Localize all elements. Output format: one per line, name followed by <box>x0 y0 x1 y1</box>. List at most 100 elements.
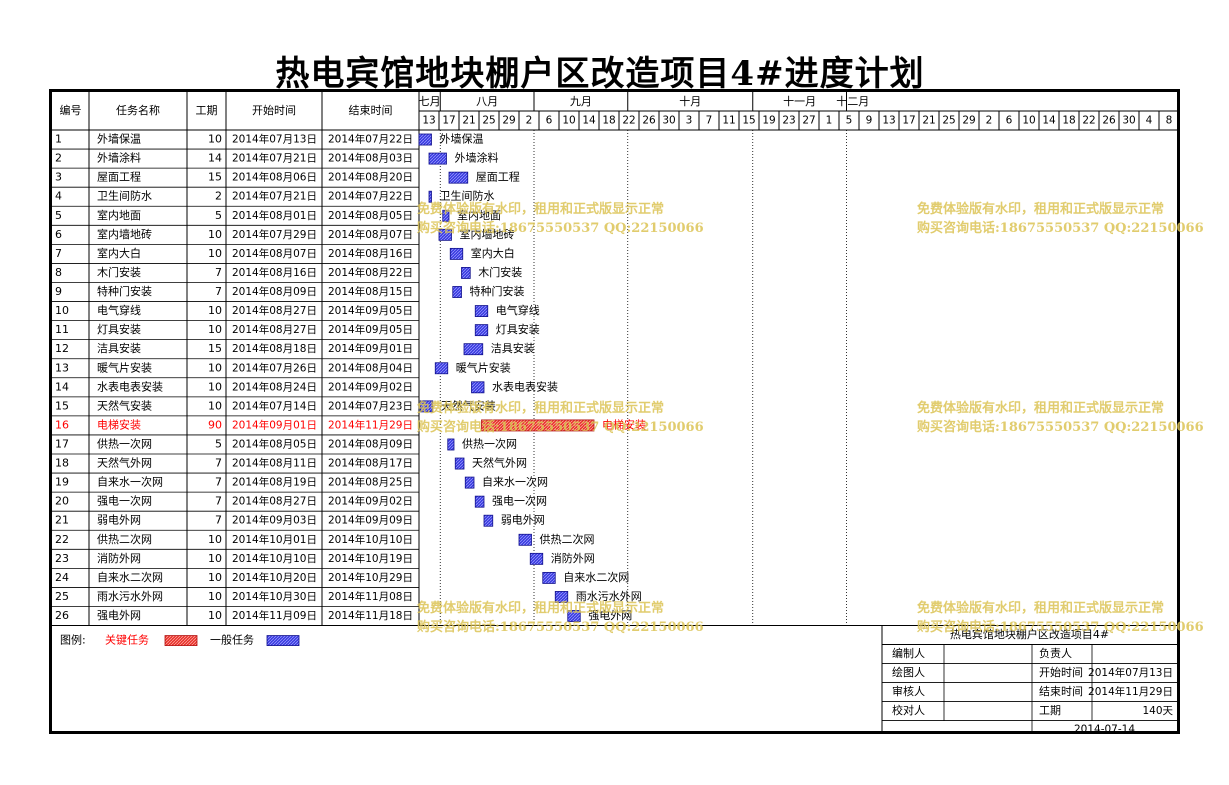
day-label: 10 <box>1022 115 1035 127</box>
task-duration: 7 <box>215 476 222 489</box>
task-start-date: 2014年08月11日 <box>232 457 317 470</box>
task-name: 供热二次网 <box>97 532 152 546</box>
task-name: 自来水一次网 <box>97 475 163 489</box>
task-end-date: 2014年08月04日 <box>328 361 413 374</box>
task-duration: 10 <box>208 380 222 393</box>
task-number: 14 <box>55 380 69 393</box>
info-field-label: 工期 <box>1039 704 1061 717</box>
task-start-date: 2014年11月09日 <box>232 609 317 622</box>
day-label: 14 <box>582 115 596 127</box>
day-label: 17 <box>442 115 455 127</box>
task-start-date: 2014年07月21日 <box>232 152 317 165</box>
task-start-date: 2014年08月09日 <box>232 285 317 298</box>
task-end-date: 2014年09月09日 <box>328 514 413 527</box>
info-field-label: 负责人 <box>1039 646 1072 660</box>
column-header-start: 开始时间 <box>252 103 296 117</box>
task-bar-label: 室内地面 <box>457 208 501 222</box>
task-end-date: 2014年09月02日 <box>328 495 413 508</box>
task-bar <box>461 267 471 279</box>
info-field-label: 结束时间 <box>1039 685 1083 698</box>
task-start-date: 2014年10月20日 <box>232 571 317 584</box>
legend-normal-swatch <box>266 635 300 646</box>
task-bar <box>418 133 432 146</box>
task-name: 消防外网 <box>97 551 141 565</box>
task-bar <box>554 591 569 603</box>
task-number: 15 <box>55 399 69 412</box>
day-label: 30 <box>662 115 675 127</box>
legend-label: 图例: <box>60 633 86 647</box>
task-duration: 10 <box>208 361 222 374</box>
task-start-date: 2014年08月27日 <box>232 323 317 336</box>
task-duration: 14 <box>208 152 222 165</box>
day-label: 25 <box>482 115 495 127</box>
task-bar-label: 灯具安装 <box>496 322 540 336</box>
task-end-date: 2014年08月07日 <box>328 228 413 241</box>
task-bar-label: 电梯安装 <box>602 417 646 431</box>
day-label: 21 <box>922 115 935 127</box>
task-bar <box>474 305 489 317</box>
task-duration: 7 <box>215 514 222 527</box>
day-label: 6 <box>546 115 553 127</box>
task-bar <box>428 152 447 165</box>
task-number: 13 <box>55 361 69 374</box>
page-title: 热电宾馆地块棚户区改造项目4#进度计划 <box>275 54 925 94</box>
legend-normal-label: 一般任务 <box>210 634 254 647</box>
task-end-date: 2014年10月29日 <box>328 571 413 584</box>
task-bar-label: 雨水污水外网 <box>576 590 642 603</box>
task-bar-label: 水表电表安装 <box>492 379 558 393</box>
task-number: 12 <box>55 342 69 355</box>
task-duration: 10 <box>208 323 222 336</box>
day-label: 9 <box>866 115 873 127</box>
day-label: 29 <box>962 115 975 127</box>
day-label: 26 <box>1102 115 1116 127</box>
task-number: 11 <box>55 323 69 336</box>
month-label: 十二月 <box>836 94 869 108</box>
task-duration: 10 <box>208 609 222 622</box>
task-start-date: 2014年08月27日 <box>232 304 317 317</box>
day-label: 13 <box>882 115 895 127</box>
task-name: 木门安装 <box>97 265 141 279</box>
task-duration: 7 <box>215 285 222 298</box>
task-duration: 2 <box>215 190 222 203</box>
info-role-label: 编制人 <box>892 646 925 660</box>
day-label: 27 <box>802 115 815 127</box>
task-name: 特种门安装 <box>97 284 152 298</box>
task-number: 18 <box>55 457 69 470</box>
task-duration: 10 <box>208 590 222 603</box>
task-start-date: 2014年08月05日 <box>232 437 317 450</box>
info-project-name: 热电宾馆地块棚户区改造项目4# <box>950 627 1109 641</box>
task-bar-label: 外墙涂料 <box>455 151 499 165</box>
column-header-name: 任务名称 <box>116 103 160 117</box>
task-end-date: 2014年08月03日 <box>328 152 413 165</box>
task-bar-label: 卫生间防水 <box>440 189 495 203</box>
day-label: 13 <box>422 115 435 127</box>
task-name: 天然气外网 <box>97 456 152 470</box>
task-end-date: 2014年09月05日 <box>328 304 413 317</box>
task-name: 洁具安装 <box>97 341 141 355</box>
info-date: 2014-07-14 <box>1074 724 1135 731</box>
task-number: 26 <box>55 609 69 622</box>
day-label: 19 <box>762 115 775 127</box>
task-duration: 7 <box>215 457 222 470</box>
task-duration: 7 <box>215 266 222 279</box>
task-name: 弱电外网 <box>97 514 141 527</box>
column-header-duration: 工期 <box>196 104 218 117</box>
task-start-date: 2014年08月27日 <box>232 495 317 508</box>
task-bar <box>447 438 455 451</box>
task-bar <box>567 610 581 622</box>
task-bar <box>448 171 469 184</box>
task-bar-label: 屋面工程 <box>476 171 520 184</box>
task-bar-label: 自来水二次网 <box>563 570 629 584</box>
task-bar <box>454 457 465 470</box>
task-name: 卫生间防水 <box>97 189 152 203</box>
task-name: 灯具安装 <box>97 322 141 336</box>
day-label: 8 <box>1166 115 1173 127</box>
task-duration: 10 <box>208 552 222 565</box>
day-label: 29 <box>502 115 515 127</box>
task-bar-label: 天然气安装 <box>441 398 496 412</box>
task-bar-label: 木门安装 <box>478 265 522 279</box>
task-name: 供热一次网 <box>97 436 152 450</box>
task-end-date: 2014年10月19日 <box>328 552 413 565</box>
task-duration: 5 <box>215 437 222 450</box>
